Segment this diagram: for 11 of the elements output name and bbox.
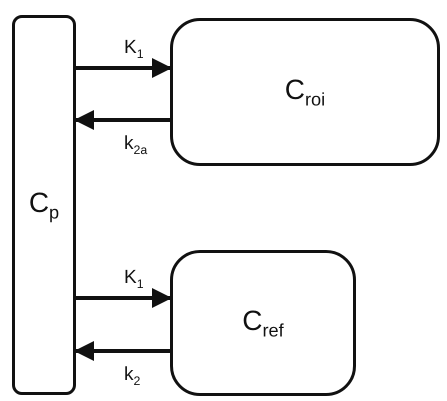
process-box: [170, 18, 440, 166]
arrow: [76, 58, 172, 78]
edge-label: k$_{2a}$: [122, 134, 150, 158]
arrow: [74, 110, 170, 130]
arrow: [74, 341, 170, 361]
node-label: C$_{ref}$: [242, 304, 284, 342]
node-label: C$_{roi}$: [284, 74, 326, 110]
node-label: C$_{p}$: [28, 186, 60, 224]
process-box: [12, 15, 76, 395]
process-box: [170, 250, 356, 396]
arrow: [76, 288, 172, 308]
